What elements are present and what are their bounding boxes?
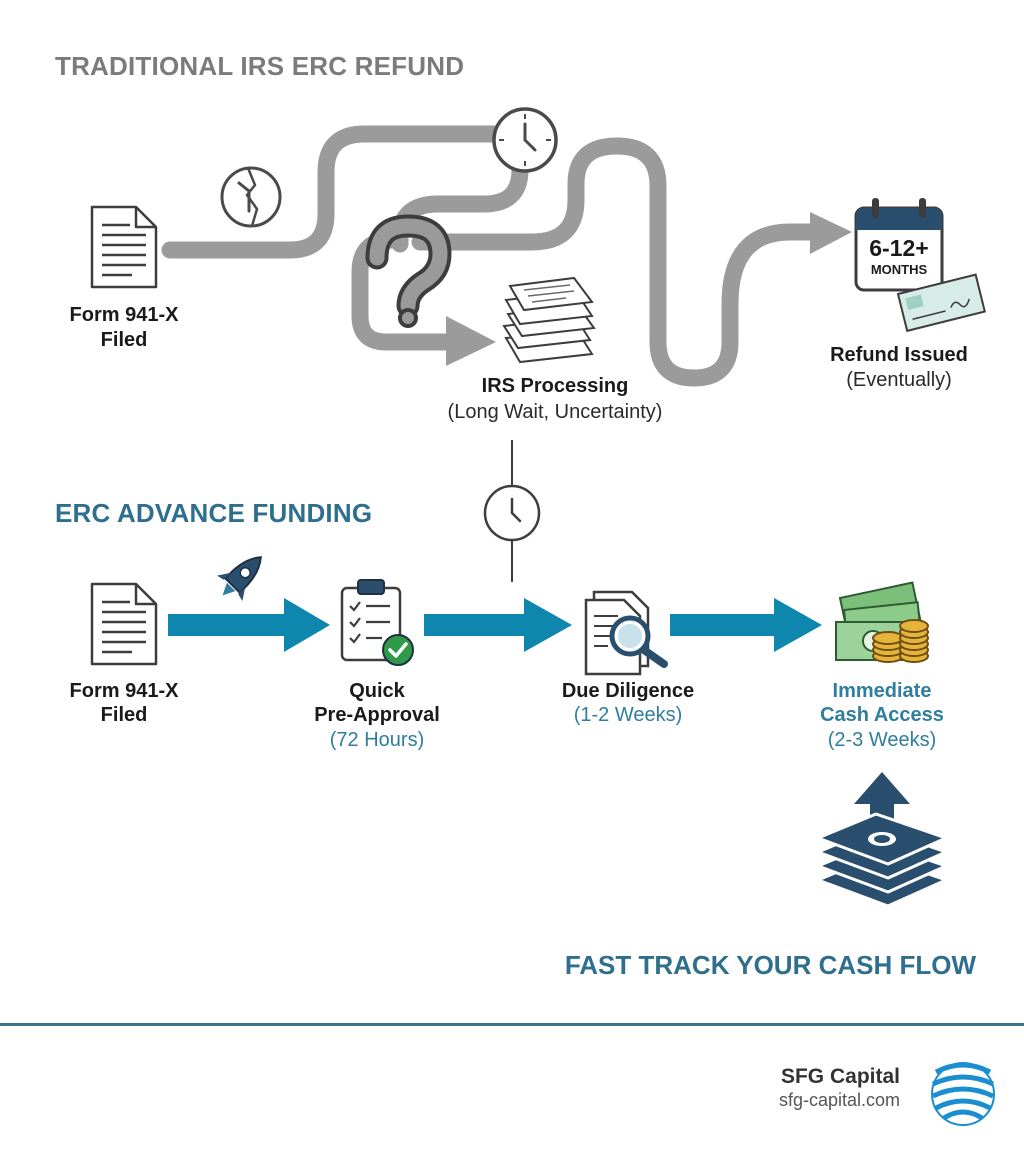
due-diligence-label: Due Diligence [561, 680, 695, 702]
advance-arrow-2 [424, 598, 572, 652]
money-stack-icon [816, 812, 948, 908]
cash-access-label-1: Immediate [832, 680, 932, 702]
footer-divider [0, 1023, 1024, 1026]
refund-issued-label: Refund Issued [830, 344, 968, 366]
document-icon-traditional [90, 205, 158, 289]
document-icon-advance [90, 582, 158, 666]
advance-arrow-1 [168, 598, 330, 652]
clock-icon-divider [483, 484, 541, 542]
clock-icon-top [492, 107, 558, 173]
irs-processing-sub: (Long Wait, Uncertainty) [447, 401, 663, 423]
traditional-form-label-1: Form 941-X [69, 304, 179, 326]
irs-processing-label: IRS Processing [481, 375, 629, 397]
calendar-line-2: MONTHS [870, 262, 928, 277]
traditional-arrowhead-processing [446, 316, 496, 366]
brand-url: sfg-capital.com [778, 1090, 900, 1110]
rocket-icon [216, 556, 262, 602]
document-magnifier-icon [584, 590, 668, 676]
advance-form-label-2: Filed [100, 704, 148, 726]
due-diligence-sub: (1-2 Weeks) [573, 704, 683, 726]
traditional-section-title: TRADITIONAL IRS ERC REFUND [55, 51, 465, 81]
cash-coins-icon [835, 581, 929, 663]
fast-track-tagline: FAST TRACK YOUR CASH FLOW [564, 950, 976, 980]
traditional-form-label-2: Filed [100, 329, 148, 351]
brand-name: SFG Capital [780, 1065, 900, 1088]
cash-access-label-2: Cash Access [820, 704, 944, 726]
pre-approval-sub: (72 Hours) [329, 729, 425, 751]
check-paper-icon [896, 273, 987, 333]
paper-stack-icon [502, 276, 596, 364]
pre-approval-label-1: Quick [349, 680, 405, 702]
sfg-logo-icon [931, 1062, 995, 1126]
advance-arrow-3 [670, 598, 822, 652]
up-arrow-icon [854, 772, 910, 826]
clipboard-checklist-icon [340, 579, 414, 666]
broken-clock-icon [220, 166, 282, 228]
pre-approval-label-2: Pre-Approval [314, 704, 440, 726]
calendar-line-1: 6-12+ [869, 235, 929, 261]
advance-section-title: ERC ADVANCE FUNDING [55, 498, 373, 528]
traditional-arrowhead-refund [810, 212, 852, 254]
cash-access-sub: (2-3 Weeks) [827, 729, 937, 751]
calendar-icon [854, 198, 944, 292]
advance-form-label-1: Form 941-X [69, 680, 179, 702]
question-mark-icon [365, 214, 452, 328]
refund-issued-sub: (Eventually) [846, 369, 952, 391]
